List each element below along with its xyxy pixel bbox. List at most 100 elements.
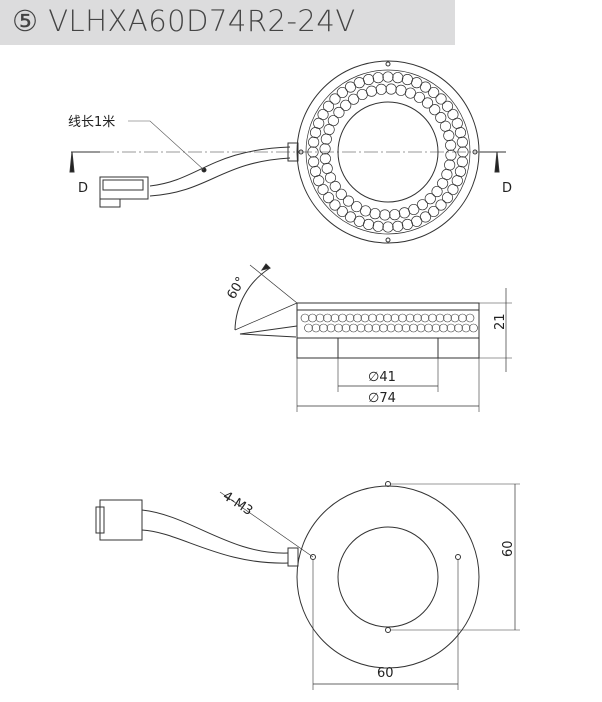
led [375,83,387,95]
led [313,117,325,129]
led [308,156,320,168]
angle-label: 60° [224,275,249,302]
side-led [353,313,362,323]
led [310,127,322,139]
led [344,81,357,93]
led [366,85,378,97]
led [344,211,357,223]
led [451,175,463,187]
bottom-inner-aperture [337,526,439,628]
led [411,77,423,89]
led [431,185,443,198]
led [307,146,319,158]
led [401,218,413,230]
side-led [368,313,377,323]
side-led [439,323,448,333]
led [322,100,335,112]
side-led [431,323,441,333]
side-led [304,323,313,333]
outer-diameter-label: ∅74 [368,391,396,406]
side-led [308,313,317,323]
led [317,183,329,196]
top-inner-aperture [337,101,439,203]
side-led [386,323,396,333]
led-array [307,71,469,233]
led [444,159,456,171]
angle-arc [234,267,271,331]
led [435,199,447,211]
side-led [319,323,328,333]
side-led [461,323,471,333]
led [445,149,457,161]
bottom-outer-circle [296,485,480,669]
side-led [356,323,366,333]
led [348,93,360,105]
led [441,100,454,112]
led [385,83,397,95]
led [443,130,455,142]
mount-hole [455,554,461,560]
side-led [409,323,418,333]
side-led [371,323,381,333]
led [419,81,432,93]
section-label-left: D [78,181,88,196]
side-led [360,313,370,323]
section-arrow-left-icon [69,151,75,173]
height-dim-label: 21 [493,313,508,330]
led [457,146,469,158]
led [372,72,384,84]
led [372,220,384,232]
side-led [390,313,400,323]
led [329,93,341,105]
holes-label: 4-M3 [220,489,255,519]
led [336,86,348,99]
led [428,86,440,99]
led [395,84,407,96]
led [317,108,329,121]
side-led [416,323,426,333]
led [319,153,331,165]
side-led [326,323,336,333]
side-led [401,323,411,333]
cable-gland [287,142,299,162]
side-cable [239,325,298,338]
led [353,215,365,227]
led [363,74,375,86]
led [392,72,404,84]
led [413,91,425,103]
led [451,117,463,129]
bottom-connector-icon [99,499,143,541]
led [454,165,466,177]
led [353,77,365,89]
led [456,136,468,148]
led [437,177,449,189]
side-led [420,313,430,323]
led [439,120,452,132]
side-led [383,313,392,323]
side-led [338,313,347,323]
side-led [341,323,351,333]
side-led [315,313,325,323]
led [321,162,333,174]
side-view: 60° 21 ∅41 ∅74 [224,263,512,412]
led [435,112,447,124]
led [308,136,320,148]
section-label-right: D [502,181,512,196]
inner-diameter-label: ∅41 [368,370,396,385]
side-led [424,323,433,333]
led [351,201,363,213]
led [429,104,441,116]
led [398,207,410,219]
mount-hole [385,627,391,633]
side-led [465,313,475,323]
led [404,87,416,99]
side-led [443,313,452,323]
led [447,183,459,196]
mount-hole [310,554,316,560]
led [324,172,337,184]
top-outer-circle [296,60,480,244]
cable-lower [149,157,291,197]
side-led [446,323,456,333]
led [382,71,394,83]
side-led [334,323,343,333]
